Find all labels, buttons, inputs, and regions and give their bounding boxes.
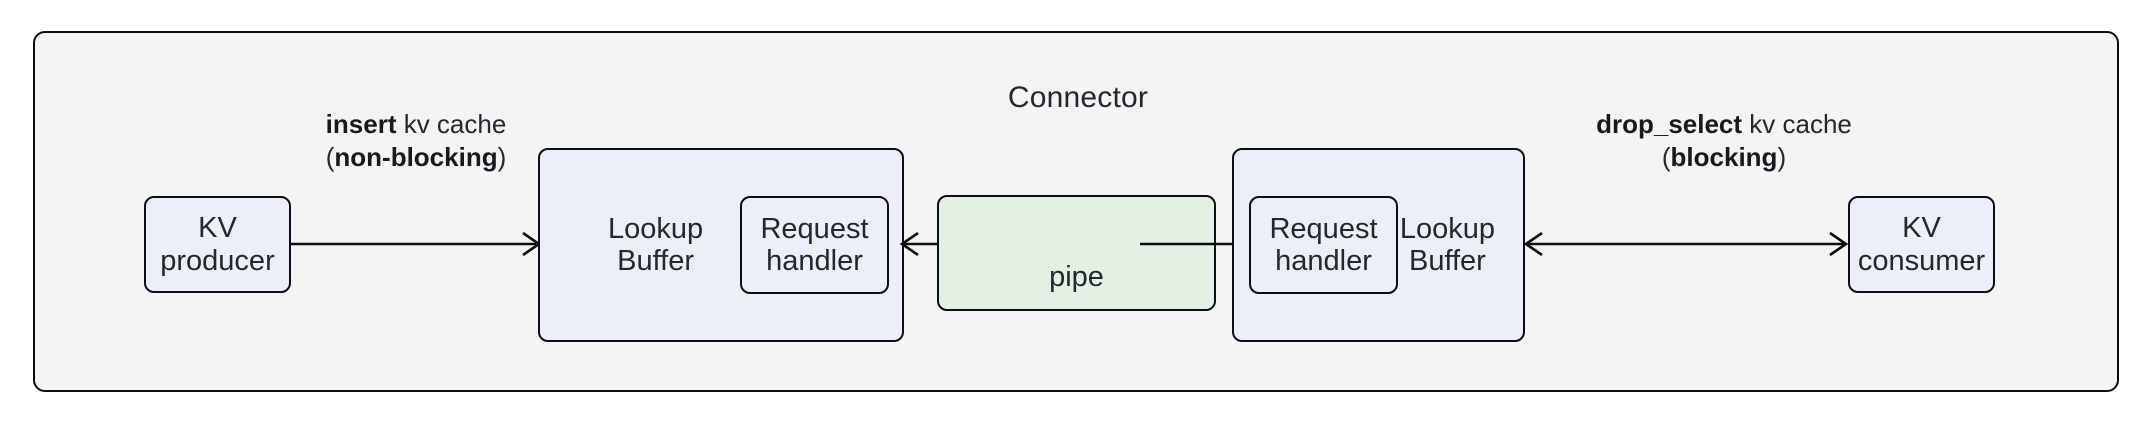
edge-drop-select-paren-open: ( [1661, 141, 1671, 172]
edge-label-drop-select: drop_select kv cache (blocking) [1528, 108, 1920, 173]
connector-title: Connector [1007, 81, 1149, 114]
node-pipe-label: pipe [1049, 260, 1104, 293]
edge-insert-paren-open: ( [325, 141, 335, 172]
node-lookup-buffer-left-label: Lookup Buffer [608, 212, 704, 277]
node-kv-consumer-label: KV consumer [1857, 212, 1986, 277]
node-kv-consumer[interactable]: KV consumer [1848, 196, 1995, 293]
node-request-handler-left[interactable]: Request handler [740, 196, 889, 294]
edge-insert-paren-close: ) [497, 141, 507, 172]
edge-insert-object: kv cache [396, 109, 507, 139]
arrow-insert [291, 231, 542, 257]
node-request-handler-left-label: Request handler [760, 212, 869, 277]
edge-drop-select-object: kv cache [1742, 109, 1852, 139]
node-kv-producer[interactable]: KV producer [144, 196, 291, 293]
edge-insert-mode: non-blocking [334, 141, 498, 172]
node-pipe[interactable]: pipe [937, 195, 1216, 311]
edge-label-insert: insert kv cache (non-blocking) [228, 108, 604, 173]
edge-insert-op: insert [325, 109, 397, 139]
edge-drop-select-op: drop_select [1596, 109, 1743, 139]
edge-drop-select-paren-close: ) [1777, 141, 1787, 172]
node-lookup-buffer-right-label: Lookup Buffer [1399, 212, 1495, 277]
node-request-handler-right-label: Request handler [1269, 212, 1378, 277]
node-kv-producer-label: KV producer [160, 212, 275, 277]
edge-drop-select-mode: blocking [1670, 141, 1778, 172]
node-request-handler-right[interactable]: Request handler [1249, 196, 1398, 294]
arrow-drop-select-bidirectional [1523, 231, 1849, 257]
